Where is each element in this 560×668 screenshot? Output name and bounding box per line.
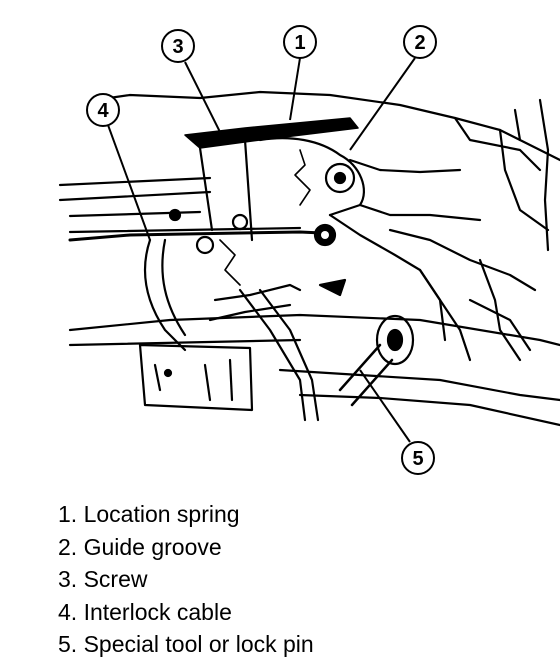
callout-1: 1: [283, 25, 317, 59]
callout-3: 3: [161, 29, 195, 63]
callout-2: 2: [403, 25, 437, 59]
leader-line-1: [289, 57, 301, 121]
leader-line-5: [359, 369, 411, 443]
mechanism-drawing: [58, 90, 560, 427]
callout-2-number: 2: [414, 32, 425, 54]
leader-lines: [107, 57, 416, 443]
legend-item-location-spring: 1. Location spring: [58, 501, 240, 527]
leader-line-3: [184, 61, 221, 133]
legend-item-guide-groove: 2. Guide groove: [58, 533, 222, 560]
parts-legend: 1. Location spring 2. Guide groove 3. Sc…: [58, 498, 314, 661]
callout-4-number: 4: [97, 100, 109, 122]
callout-1-number: 1: [294, 32, 305, 54]
callout-3-number: 3: [172, 36, 183, 58]
callout-5-number: 5: [412, 448, 423, 470]
legend-item-interlock-cable: 4. Interlock cable: [58, 598, 232, 625]
callout-4: 4: [86, 93, 120, 127]
leader-line-2: [349, 57, 416, 151]
legend-item-screw: 3. Screw: [58, 566, 148, 592]
legend-item-special-tool: 5. Special tool or lock pin: [58, 631, 314, 657]
leader-line-4: [107, 124, 151, 241]
callout-5: 5: [401, 441, 435, 475]
interlock-cable-diagram: 1 2 3 4 5: [58, 25, 560, 475]
